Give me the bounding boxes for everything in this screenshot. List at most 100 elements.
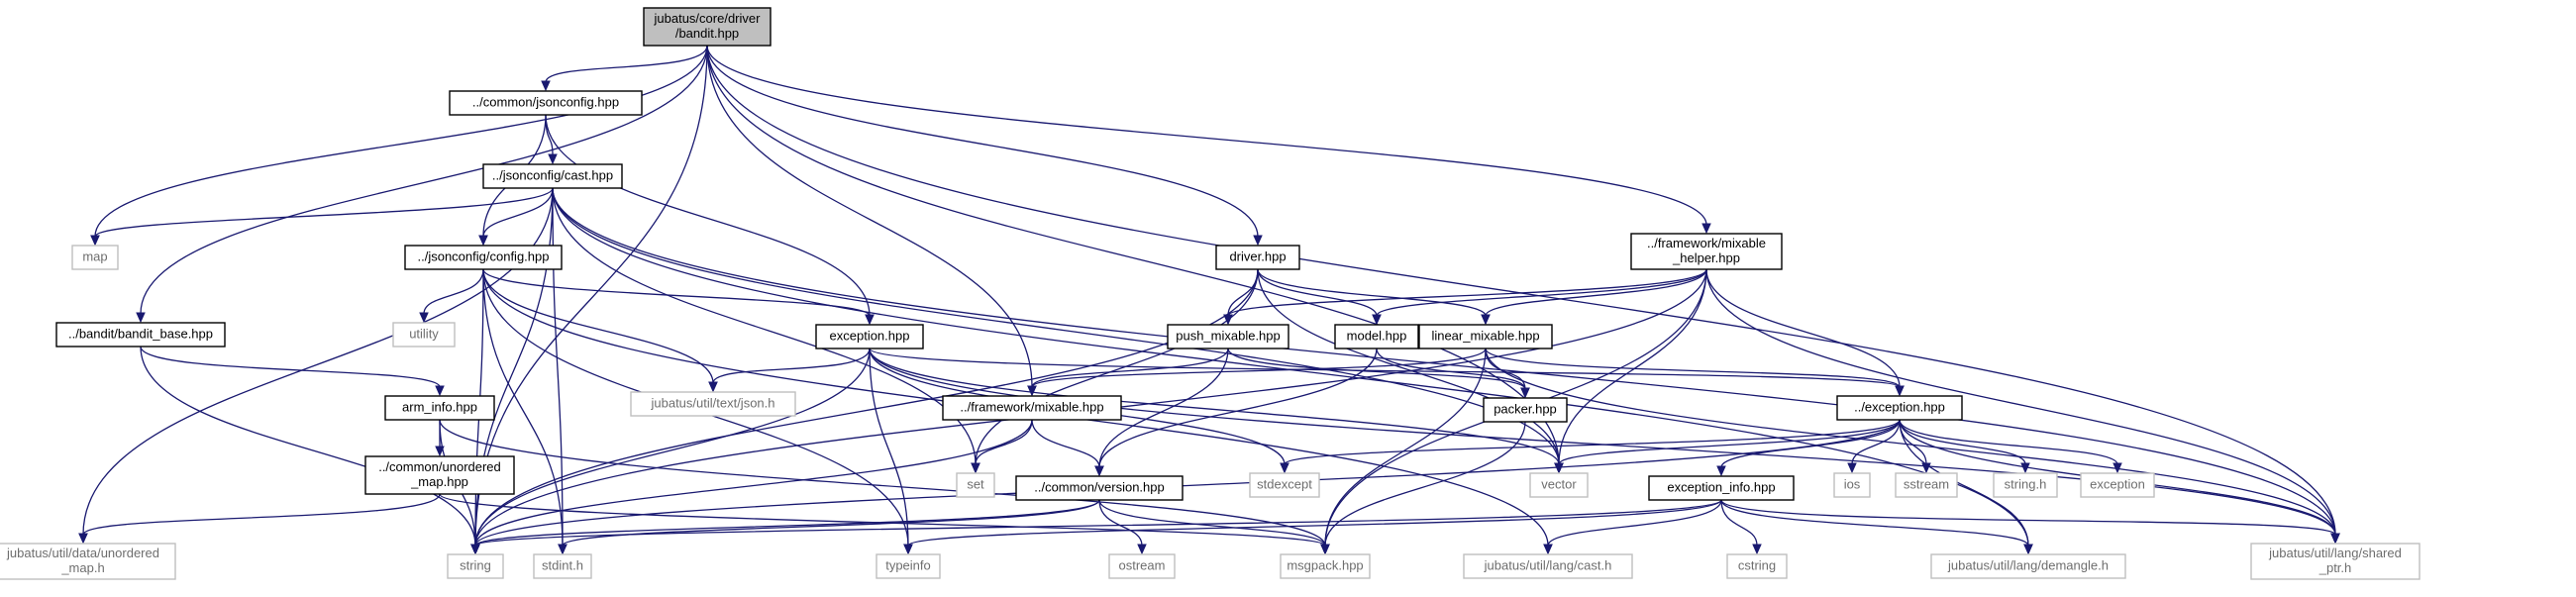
node-box bbox=[1463, 553, 1633, 579]
node-label: utility bbox=[409, 326, 439, 341]
edge-arrowhead bbox=[1752, 544, 1762, 555]
edge-arrowhead bbox=[971, 462, 980, 474]
node-label: ostream bbox=[1119, 557, 1166, 572]
node-label: arm_info.hpp bbox=[402, 399, 477, 414]
edge-line bbox=[1705, 268, 1901, 388]
node-push-mixable[interactable]: push_mixable.hpp bbox=[1167, 324, 1289, 349]
node-string-h: string.h bbox=[1993, 472, 2058, 498]
node-label: _map.hpp bbox=[410, 474, 468, 489]
node-box bbox=[0, 543, 176, 580]
edge-line bbox=[482, 268, 871, 317]
edge-line bbox=[1257, 268, 1487, 317]
node-box bbox=[1334, 324, 1419, 349]
edge-driver-to-set bbox=[971, 268, 1259, 474]
node-exception-hpp[interactable]: exception.hpp bbox=[815, 324, 924, 349]
edge-line bbox=[474, 419, 1901, 547]
edge-arrowhead bbox=[2023, 544, 2033, 555]
node-bandit[interactable]: jubatus/core/driver/bandit.hpp bbox=[643, 7, 772, 47]
node-json-h: jubatus/util/text/json.h bbox=[630, 391, 796, 417]
node-vector: vector bbox=[1529, 472, 1589, 498]
edge-arrowhead bbox=[865, 314, 875, 326]
edge-bandit-to-map bbox=[90, 45, 708, 247]
node-label: jubatus/util/text/json.h bbox=[650, 395, 774, 410]
edge-line bbox=[1705, 268, 2336, 536]
edge-exception2-to-stdexcept bbox=[1280, 419, 1901, 474]
node-fw-mixable[interactable]: ../framework/mixable.hpp bbox=[942, 395, 1122, 421]
edge-line bbox=[474, 348, 871, 547]
edge-arrowhead bbox=[78, 533, 88, 545]
edge-line bbox=[1227, 268, 1259, 317]
edge-line bbox=[975, 268, 1259, 465]
edge-arrowhead bbox=[90, 235, 100, 247]
node-label: msgpack.hpp bbox=[1287, 557, 1363, 572]
node-label: exception bbox=[2090, 476, 2145, 491]
node-label: push_mixable.hpp bbox=[1176, 328, 1281, 343]
edge-mixable_helper-to-linear_mixable bbox=[1481, 268, 1707, 326]
edge-exception_hpp-to-json_h bbox=[708, 348, 871, 393]
node-box bbox=[1648, 475, 1795, 501]
edge-line bbox=[869, 348, 1560, 465]
node-label: _map.h bbox=[60, 560, 104, 575]
edge-exception_info-to-typeinfo bbox=[903, 499, 1722, 555]
edge-line bbox=[474, 499, 1722, 547]
node-exception2[interactable]: ../exception.hpp bbox=[1836, 395, 1963, 421]
edge-line bbox=[82, 493, 441, 536]
node-label: string bbox=[460, 557, 491, 572]
node-exception-info[interactable]: exception_info.hpp bbox=[1648, 475, 1795, 501]
node-mixable-helper[interactable]: ../framework/mixable_helper.hpp bbox=[1630, 233, 1783, 270]
node-box bbox=[482, 163, 623, 189]
node-jsonconfig[interactable]: ../common/jsonconfig.hpp bbox=[449, 90, 643, 116]
edge-line bbox=[474, 45, 708, 547]
node-driver[interactable]: driver.hpp bbox=[1215, 245, 1300, 270]
edge-config-to-json_h bbox=[482, 268, 718, 393]
edge-line bbox=[1485, 348, 1901, 388]
node-bandit-base[interactable]: ../bandit/bandit_base.hpp bbox=[55, 322, 226, 348]
node-box bbox=[1726, 553, 1788, 579]
node-version[interactable]: ../common/version.hpp bbox=[1015, 475, 1184, 501]
node-config[interactable]: ../jsonconfig/config.hpp bbox=[404, 245, 563, 270]
edge-cast-to-config bbox=[478, 187, 554, 247]
edge-line bbox=[1098, 499, 1143, 547]
node-msgpack: msgpack.hpp bbox=[1280, 553, 1371, 579]
node-model[interactable]: model.hpp bbox=[1334, 324, 1419, 349]
node-box bbox=[71, 245, 119, 270]
node-label: model.hpp bbox=[1347, 328, 1407, 343]
node-label: jubatus/util/lang/cast.h bbox=[1484, 557, 1612, 572]
node-set: set bbox=[956, 472, 995, 498]
node-unordered-map[interactable]: ../common/unordered_map.hpp bbox=[364, 455, 515, 495]
edge-bandit-to-shared_ptr bbox=[706, 45, 2340, 545]
edge-bandit-to-driver bbox=[706, 45, 1263, 247]
edge-line bbox=[423, 268, 484, 315]
node-linear-mixable[interactable]: linear_mixable.hpp bbox=[1418, 324, 1553, 349]
edge-line bbox=[869, 348, 1901, 388]
edge-linear_mixable-to-exception2 bbox=[1485, 348, 1905, 397]
edge-mixable_helper-to-shared_ptr bbox=[1705, 268, 2340, 545]
edge-exception_info-to-lang_cast bbox=[1543, 499, 1722, 555]
node-cast[interactable]: ../jsonconfig/cast.hpp bbox=[482, 163, 623, 189]
node-box bbox=[1895, 472, 1958, 498]
node-label: ../bandit/bandit_base.hpp bbox=[68, 326, 213, 341]
edge-arrowhead bbox=[1847, 462, 1857, 474]
edge-bandit_base-to-string bbox=[140, 346, 480, 555]
edge-config-to-utility bbox=[419, 268, 484, 324]
node-box bbox=[815, 324, 924, 349]
edge-line bbox=[1284, 419, 1901, 465]
edge-line bbox=[706, 45, 2336, 536]
node-packer[interactable]: packer.hpp bbox=[1483, 397, 1568, 423]
node-label: map bbox=[82, 249, 107, 263]
edge-line bbox=[975, 419, 1033, 465]
edge-version-to-msgpack bbox=[1098, 499, 1330, 555]
node-arm-info[interactable]: arm_info.hpp bbox=[384, 395, 495, 421]
node-label: jubatus/util/lang/shared bbox=[2268, 546, 2402, 560]
edge-bandit_base-to-arm_info bbox=[140, 346, 445, 397]
edge-line bbox=[1376, 268, 1707, 317]
node-sstream: sstream bbox=[1895, 472, 1958, 498]
node-box bbox=[1418, 324, 1553, 349]
edge-line bbox=[140, 346, 441, 388]
node-unordered-map-h: jubatus/util/data/unordered_map.h bbox=[0, 543, 176, 580]
node-label: driver.hpp bbox=[1229, 249, 1286, 263]
edge-line bbox=[439, 493, 1326, 547]
node-label: sstream bbox=[1904, 476, 1949, 491]
edge-bandit-to-vector bbox=[706, 45, 1564, 474]
edge-arrowhead bbox=[1895, 385, 1905, 397]
